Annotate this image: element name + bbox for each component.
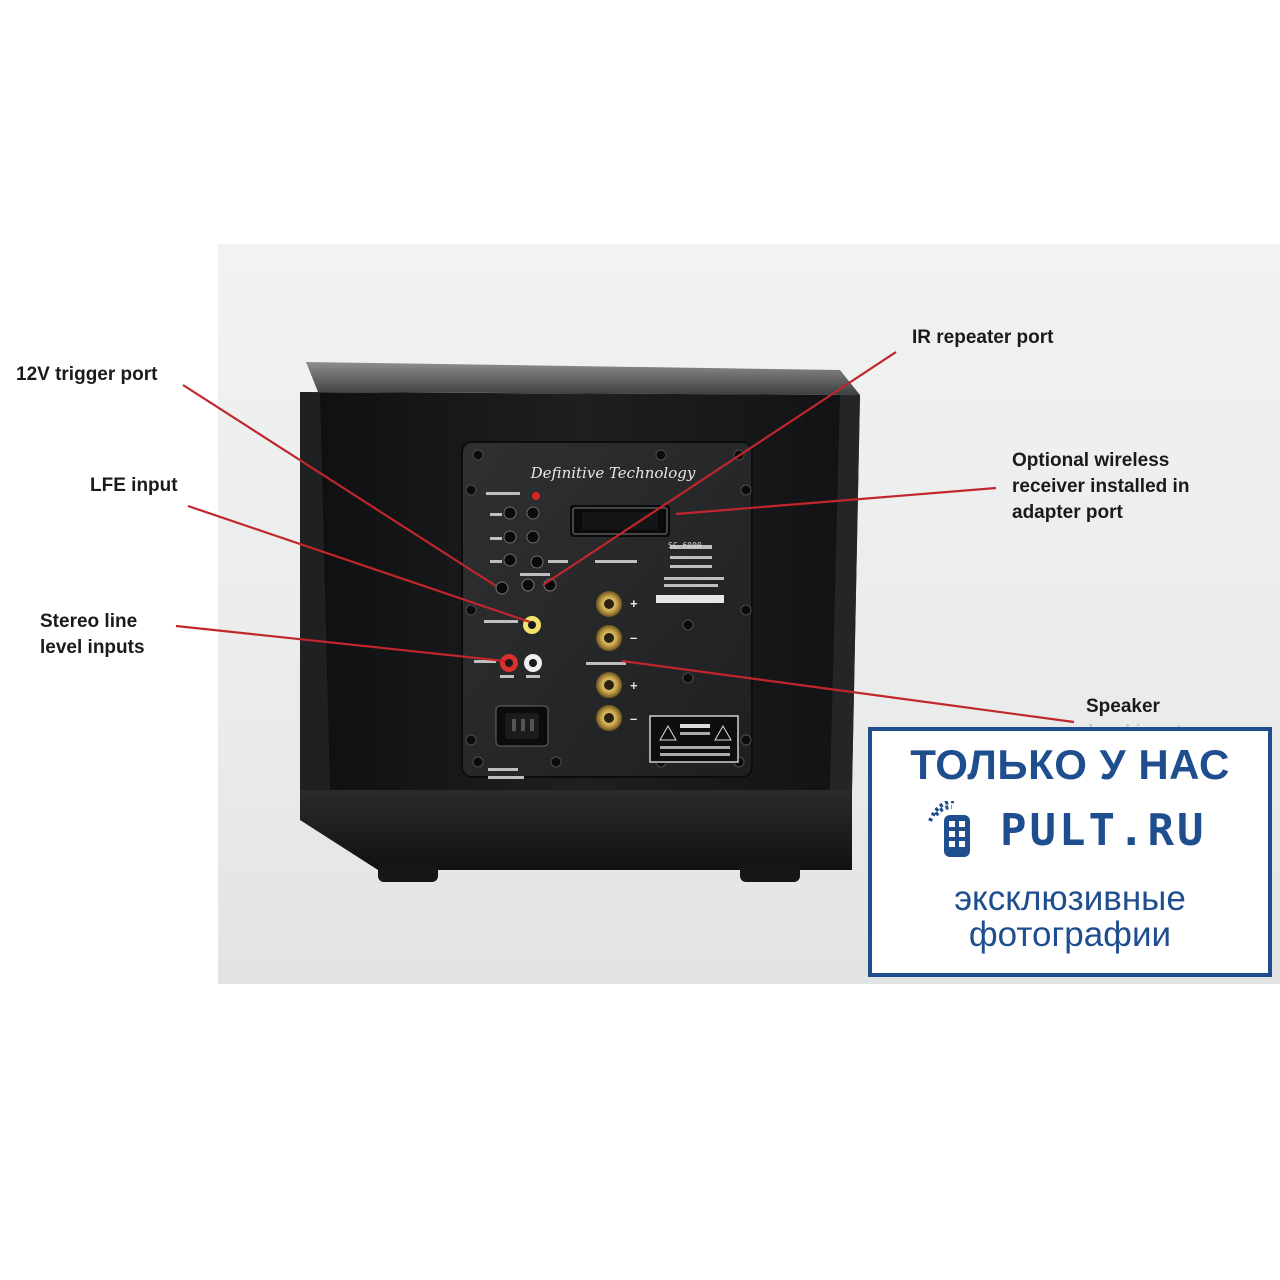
badge-brand-row: PULT.RU [922, 801, 1222, 861]
label-12v-trigger-port: 12V trigger port [16, 364, 158, 385]
power-inlet [495, 705, 549, 747]
warning-label [649, 715, 739, 763]
callout-lines [175, 351, 1075, 724]
line-12v-trigger [182, 384, 497, 587]
label-optional-wireless: Optional wireless receiver installed in … [1012, 450, 1190, 523]
svg-text:–: – [630, 711, 637, 726]
line-wireless [675, 486, 997, 516]
stereo-right-rca-jack [500, 654, 518, 672]
line-speaker [621, 659, 1075, 724]
exclusive-photos-badge: ТОЛЬКО У НАС PULT.RU эксклюзивные фотогр… [868, 727, 1272, 977]
ir-jack [521, 578, 535, 592]
cabinet-plinth [300, 790, 852, 882]
line-lfe-input [187, 504, 531, 624]
speaker-terminals [596, 591, 622, 731]
rear-panel: Definitive Technology [461, 441, 753, 779]
stereo-left-rca-jack [524, 654, 542, 672]
power-led [532, 492, 540, 500]
badge-title: ТОЛЬКО У НАС [910, 741, 1230, 788]
svg-text:–: – [630, 630, 637, 645]
label-speaker: Speaker [1086, 696, 1160, 717]
label-stereo-line-inputs: Stereo line level inputs [40, 611, 145, 658]
remote-control-icon [928, 801, 970, 857]
svg-text:+: + [630, 678, 638, 693]
line-ir-repeater [542, 351, 897, 586]
badge-subtitle: эксклюзивные фотографии [872, 881, 1268, 953]
trigger-jack [495, 581, 509, 595]
badge-brand: PULT.RU [1000, 805, 1207, 856]
panel-model: SC 6000 [668, 541, 702, 550]
label-lfe-input: LFE input [90, 475, 178, 496]
line-stereo [175, 624, 506, 663]
badge-subtitle-line1: эксклюзивные [954, 879, 1186, 918]
svg-text:+: + [630, 596, 638, 611]
wireless-adapter [570, 505, 670, 537]
panel-brand: Definitive Technology [530, 464, 696, 482]
badge-subtitle-line2: фотографии [968, 915, 1172, 954]
lfe-rca-jack [523, 616, 541, 634]
cabinet-top [306, 362, 860, 395]
label-ir-repeater-port: IR repeater port [912, 327, 1054, 348]
